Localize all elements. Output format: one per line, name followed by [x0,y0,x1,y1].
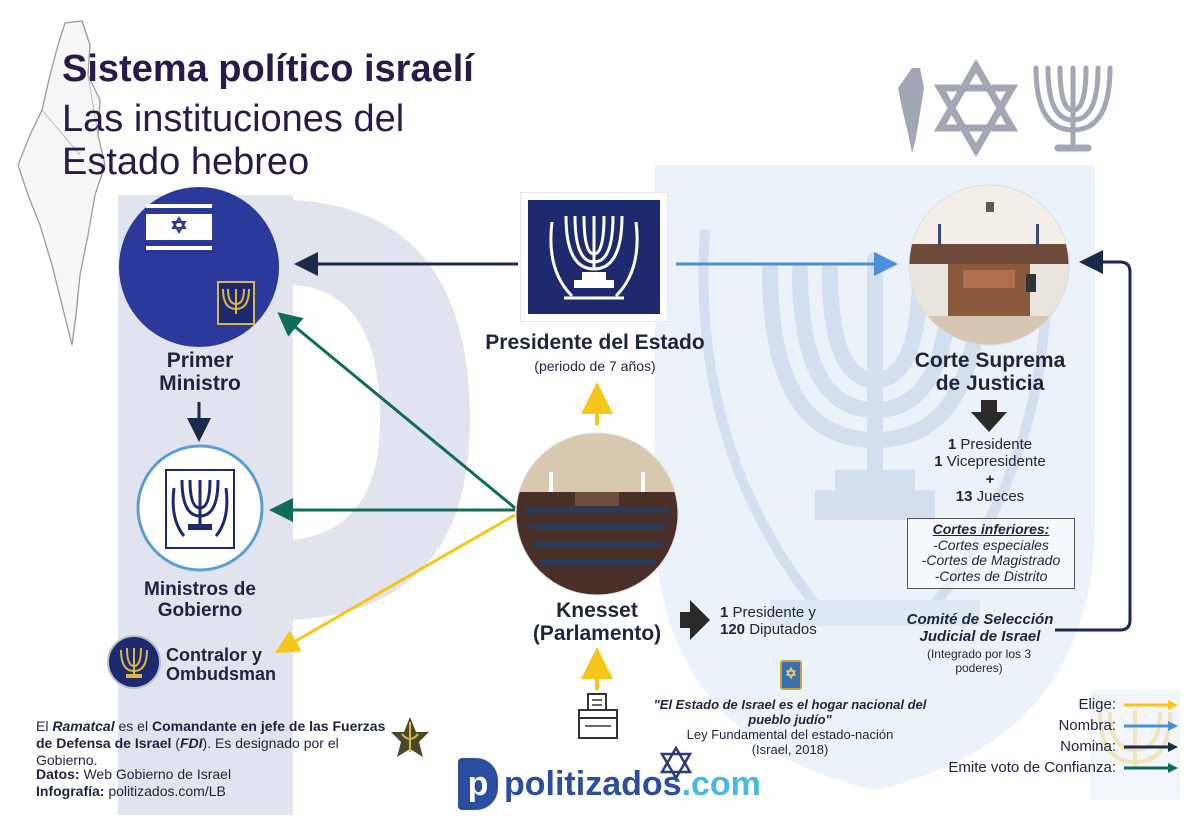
lower-court-item: -Cortes de Distrito [934,568,1048,585]
knesset-photo [515,432,679,596]
legend-arrow-icon [1124,720,1178,731]
legend-label: Elige: [1078,696,1116,713]
ministers-label: Ministros de Gobierno [144,579,256,621]
supreme-court-label: Corte Suprema de Justicia [895,349,1085,395]
idf-badge-icon [391,717,429,757]
quote-text: "El Estado de Israel es el hogar naciona… [653,697,927,727]
supreme-court-label-line2: de Justicia [935,371,1045,395]
knesset-label-line2: (Parlamento) [532,621,662,645]
knesset-composition: 1 Presidente y 120 Diputados [720,604,817,639]
legend-label: Nomina: [1060,738,1116,755]
lower-courts-box: Cortes inferiores: -Cortes especiales -C… [907,518,1075,589]
knesset-label: Knesset (Parlamento) [520,599,674,645]
brand-name: politizados [504,764,682,803]
quote-source: Ley Fundamental del estado-nación [686,726,894,742]
footnote-fdi: FDI [179,734,203,751]
court-judges-label: Jueces [976,487,1025,505]
footnote-part: ). Es designado por el Gobierno. [36,734,339,768]
arrow-knesset-composition [680,600,710,640]
footnote-part: es el [114,718,152,734]
court-judges-count: 13 [955,487,973,505]
supreme-court-photo [908,184,1070,346]
quote-block: "El Estado de Israel es el hogar naciona… [650,697,930,758]
brand-p-icon: p [458,758,498,810]
legend-arrow-icon [1124,741,1178,752]
top-symbols [898,59,1113,157]
footnote-part: ( [171,734,180,751]
footnote-ramatcal: Ramatcal [52,718,115,734]
court-composition: 1 Presidente 1 Vicepresidente + 13 Juece… [900,436,1080,505]
israel-map-small-icon [898,68,924,153]
court-vice-count: 1 [934,453,943,471]
legend-row: Nombra: [840,715,1180,736]
president-label: Presidente del Estado [485,331,705,354]
quote-year: (Israel, 2018) [751,741,829,757]
menorah-icon [1033,65,1113,152]
knesset-president-label: Presidente y [732,604,816,621]
menorah-badge-icon [217,281,255,325]
controller-emblem [107,635,161,689]
infographic-value: politizados.com/LB [104,782,226,799]
legend-row: Emite voto de Confianza: [840,757,1180,778]
star-of-david-icon [933,59,1019,157]
legend-label: Nombra: [1058,717,1116,734]
arrow-knesset-to-pm [277,312,516,510]
president-term-note: (periodo de 7 años) [534,358,656,374]
lower-court-item: -Cortes de Magistrado [921,552,1061,569]
page-subtitle: Las instituciones del Estado hebreo [62,98,405,183]
prime-minister-emblem [119,187,279,347]
star-of-david-small-icon [659,745,693,781]
court-vice-label: Vicepresidente [946,453,1046,471]
brand-letter: p [467,764,489,803]
footnote-part: El [36,718,53,734]
page-title: Sistema político israelí [62,48,474,90]
legend-arrow-icon [1124,762,1178,773]
data-value: Web Gobierno de Israel [79,766,232,782]
legend-row: Nomina: [840,736,1180,757]
legend-label: Emite voto de Confianza: [948,759,1116,776]
israel-flag-icon [146,204,212,250]
court-president-count: 1 [947,436,957,453]
lower-court-item: -Cortes especiales [933,536,1049,553]
arrow-court-composition [971,400,1007,432]
ballot-box-icon [578,693,618,739]
committee-note: (Integrado por los 3 poderes) [926,647,1032,675]
footnote-commander: Comandante en jefe de las Fuerzas de Def… [36,718,386,751]
legend-row: Elige: [840,694,1180,715]
court-plus-sign: + [985,470,995,488]
supreme-court-label-line1: Corte Suprema [914,349,1066,372]
brand-logo[interactable]: p politizados.com [458,758,761,810]
legend: Elige: Nombra: Nomina: Emite voto de Confia… [840,694,1180,778]
court-president-label: Presidente [960,436,1033,453]
prime-minister-label: Primer Ministro [159,349,241,395]
committee-label-line1: Comité de Selección [906,611,1054,628]
knesset-deputies-label: Diputados [749,621,817,639]
data-label: Datos: [36,766,80,782]
book-icon [780,660,802,690]
knesset-president-count: 1 [720,604,729,621]
footnote: El Ramatcal es el Comandante en jefe de … [36,718,386,768]
knesset-label-line1: Knesset [556,599,638,622]
sources: Datos: Web Gobierno de Israel Infografía… [36,766,366,800]
israel-map-icon [17,20,106,346]
ministers-emblem [136,444,264,572]
arrow-knesset-to-controller [274,513,516,653]
president-emblem [520,192,668,322]
lower-courts-title: Cortes inferiores: [932,521,1050,537]
controller-label: Contralor y Ombudsman [166,645,277,685]
infographic-label: Infografía: [36,782,105,799]
committee-label-line2: Judicial de Israel [919,627,1041,645]
knesset-deputies-count: 120 [720,621,746,639]
arrow-committee-to-court [1055,250,1132,632]
brand-tld: .com [681,764,761,803]
legend-arrow-icon [1124,699,1178,710]
committee-label: Comité de Selección Judicial de Israel [895,611,1065,646]
